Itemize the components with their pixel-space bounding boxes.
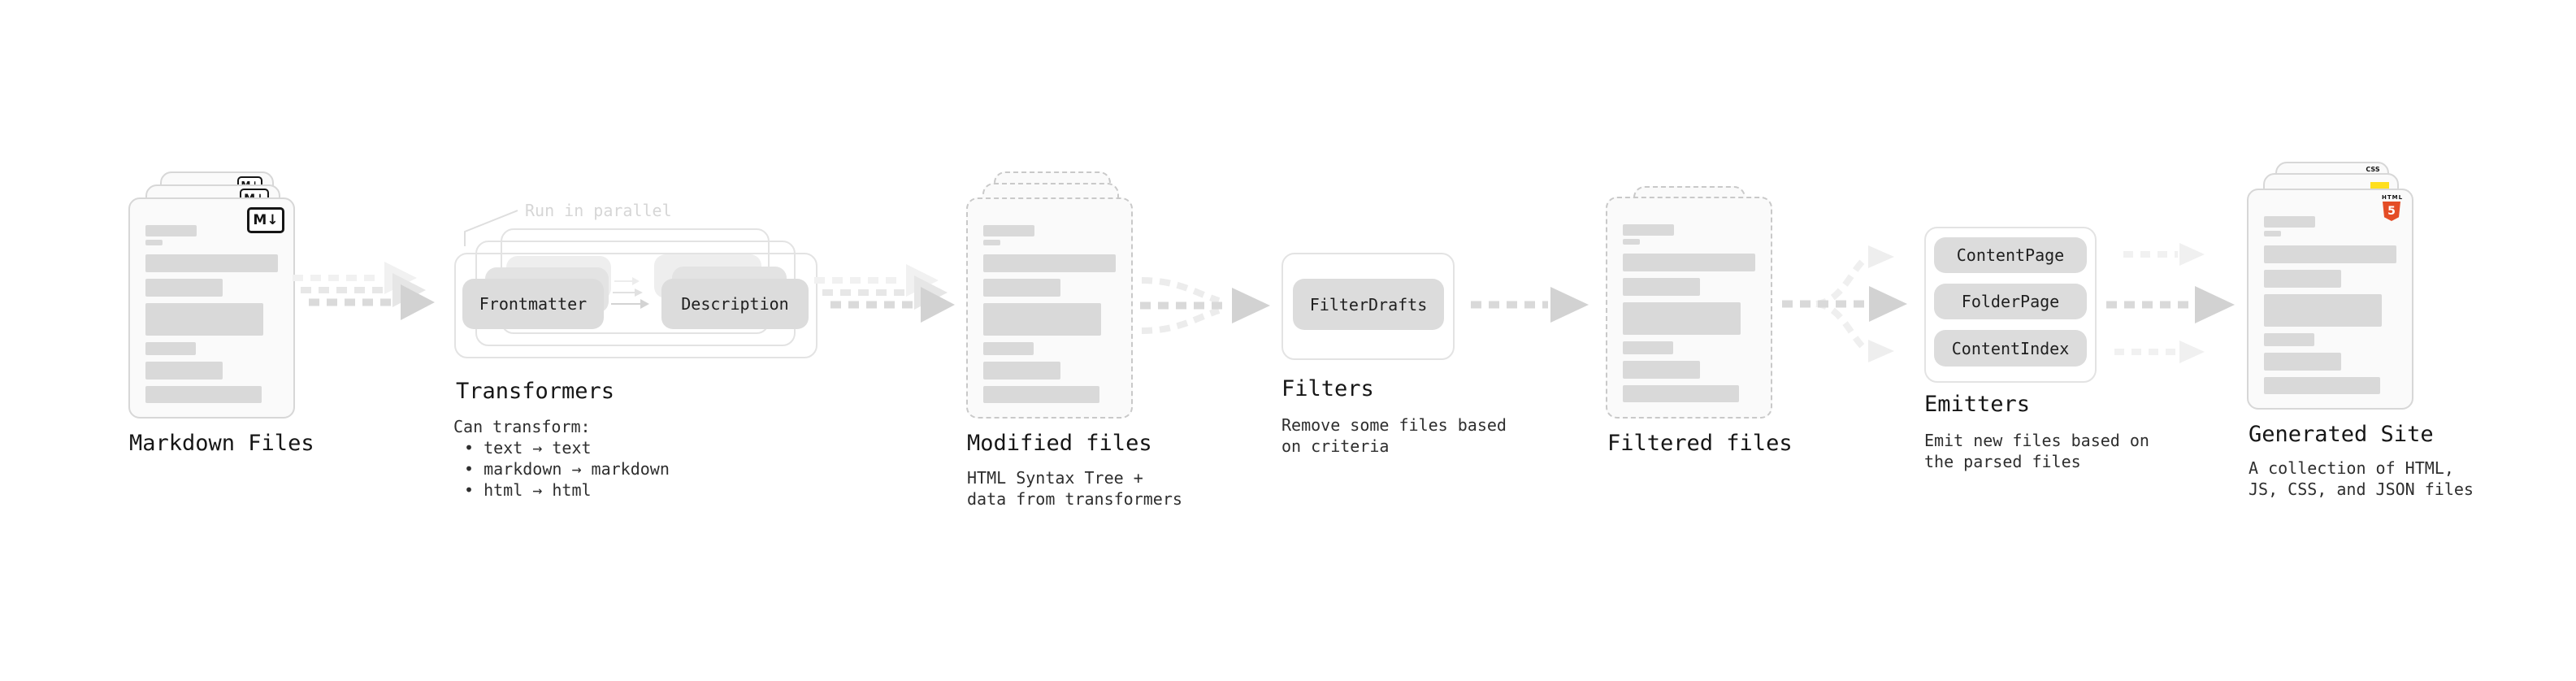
markdown-icon: M↓ — [247, 207, 284, 233]
stage-title-markdown-files: Markdown Files — [129, 431, 314, 456]
desc-line: data from transformers — [967, 489, 1182, 509]
modified-file-card-front — [966, 197, 1133, 419]
filtered-file-card-front — [1606, 197, 1772, 419]
filtered-files-stack — [1606, 186, 1817, 422]
filters-box — [1281, 253, 1455, 360]
markdown-file-card-front: M↓ — [128, 197, 295, 419]
desc-line: JS, CSS, and JSON files — [2249, 479, 2474, 499]
generated-site-stack: CSS HTML 5 — [2247, 162, 2458, 410]
desc-line: HTML Syntax Tree + — [967, 468, 1143, 488]
desc-line: Emit new files based on — [1924, 431, 2149, 450]
filters-description: Remove some files based on criteria — [1281, 414, 1507, 457]
generated-site-description: A collection of HTML, JS, CSS, and JSON … — [2249, 458, 2474, 500]
flow-arrows-emitters-to-generated — [2106, 243, 2235, 363]
document-text-placeholder — [1623, 224, 1755, 402]
filterdrafts-node: FilterDrafts — [1293, 279, 1444, 330]
stage-title-emitters: Emitters — [1924, 392, 2031, 417]
transformers-description: Can transform: • text → text • markdown … — [453, 416, 670, 501]
flow-arrow-transformers-to-modified — [814, 264, 955, 323]
desc-line: on criteria — [1281, 436, 1390, 456]
stage-title-transformers: Transformers — [456, 379, 615, 404]
document-text-placeholder — [983, 225, 1116, 403]
stage-title-filtered-files: Filtered files — [1607, 431, 1793, 456]
callout-connector-line — [464, 210, 518, 246]
contentindex-node: ContentIndex — [1934, 330, 2087, 367]
emitters-box — [1924, 227, 2097, 383]
folderpage-node: FolderPage — [1934, 284, 2087, 319]
flow-arrow-filters-to-filtered — [1471, 287, 1589, 323]
run-in-parallel-callout: Run in parallel — [525, 201, 672, 220]
flow-arrow-fanout-to-emitters — [1782, 245, 1907, 362]
desc-line: Remove some files based — [1281, 415, 1507, 435]
markdown-files-stack: M↓ M↓ M↓ — [128, 171, 340, 419]
html5-icon-label: HTML — [2382, 194, 2404, 201]
desc-line: Can transform: — [453, 417, 591, 436]
html5-icon-shield: 5 — [2383, 202, 2400, 221]
html5-icon: HTML 5 — [2382, 194, 2404, 221]
description-node: Description — [661, 279, 809, 329]
stage-title-filters: Filters — [1281, 376, 1374, 401]
modified-files-description: HTML Syntax Tree + data from transformer… — [967, 467, 1182, 510]
html5-icon-number: 5 — [2387, 205, 2396, 218]
document-text-placeholder — [145, 225, 278, 403]
document-text-placeholder — [2264, 216, 2396, 394]
transformer-step-arrows — [611, 277, 649, 309]
desc-line: the parsed files — [1924, 452, 2081, 471]
modified-files-stack — [966, 171, 1177, 419]
frontmatter-node: Frontmatter — [462, 279, 604, 329]
flow-arrow-merge-to-filters — [1140, 277, 1270, 334]
stage-title-modified-files: Modified files — [967, 431, 1152, 456]
desc-line: • markdown → markdown — [464, 459, 670, 479]
html-file-card: HTML 5 — [2247, 189, 2413, 410]
desc-line: A collection of HTML, — [2249, 458, 2454, 478]
desc-line: • html → html — [464, 480, 592, 500]
desc-line: • text → text — [464, 438, 592, 458]
transformer-layer-box-front — [454, 253, 817, 358]
stage-title-generated-site: Generated Site — [2249, 422, 2434, 447]
emitters-description: Emit new files based on the parsed files — [1924, 430, 2149, 472]
flow-arrow-markdown-to-transformers — [293, 262, 435, 320]
contentpage-node: ContentPage — [1934, 237, 2087, 273]
